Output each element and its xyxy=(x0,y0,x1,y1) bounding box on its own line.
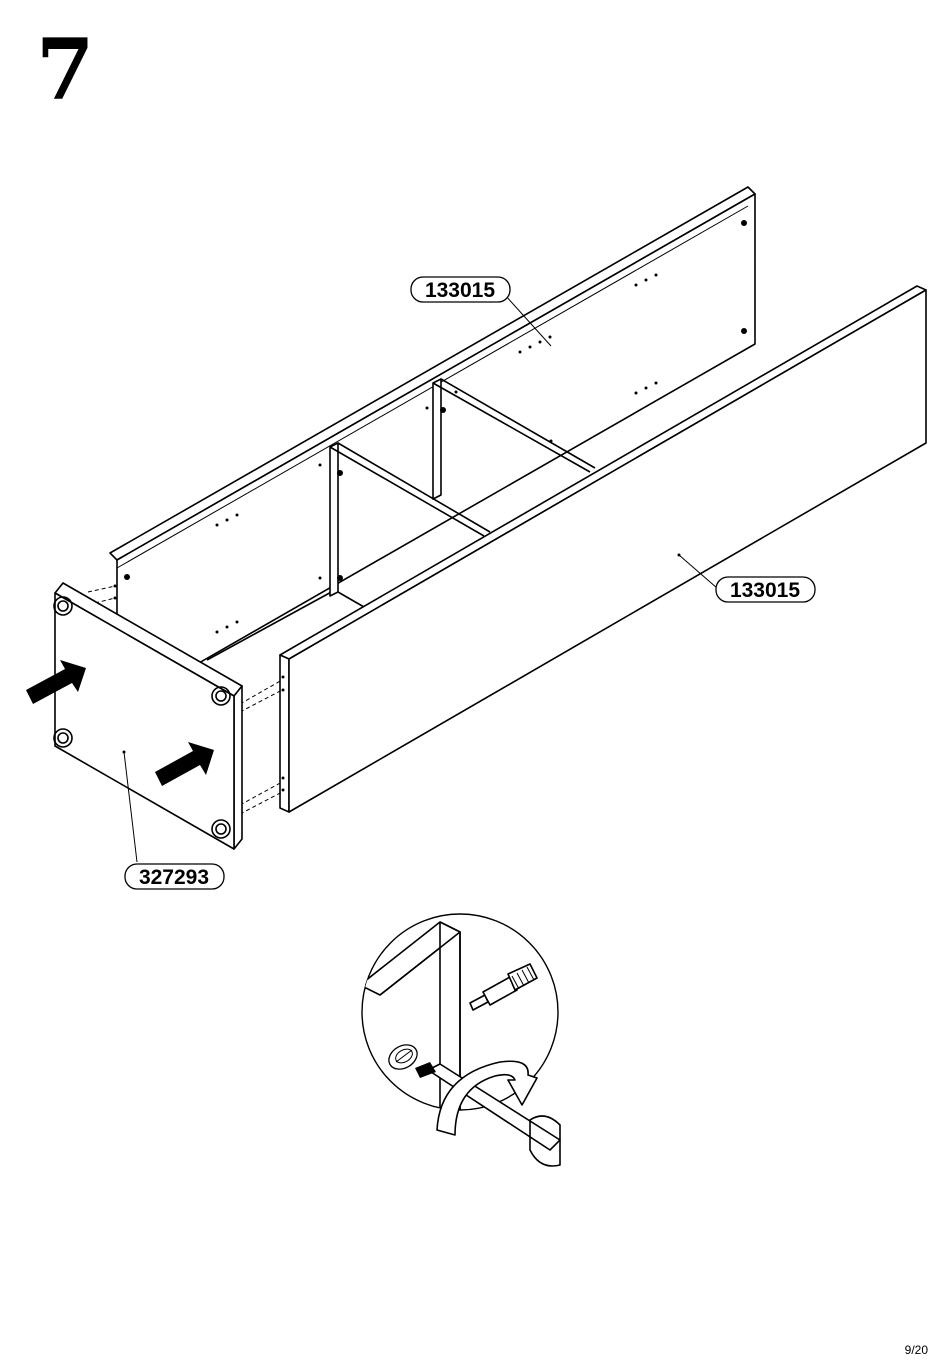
part-number: 327293 xyxy=(139,866,209,889)
part-label-front: 133015 xyxy=(716,577,815,602)
part-label-side: 327293 xyxy=(125,864,224,889)
page-number: 9/20 xyxy=(905,1343,928,1357)
part-number: 133015 xyxy=(730,579,800,602)
part-number: 133015 xyxy=(425,279,495,302)
detail-callout xyxy=(360,914,560,1166)
part-label-back: 133015 xyxy=(411,277,510,302)
